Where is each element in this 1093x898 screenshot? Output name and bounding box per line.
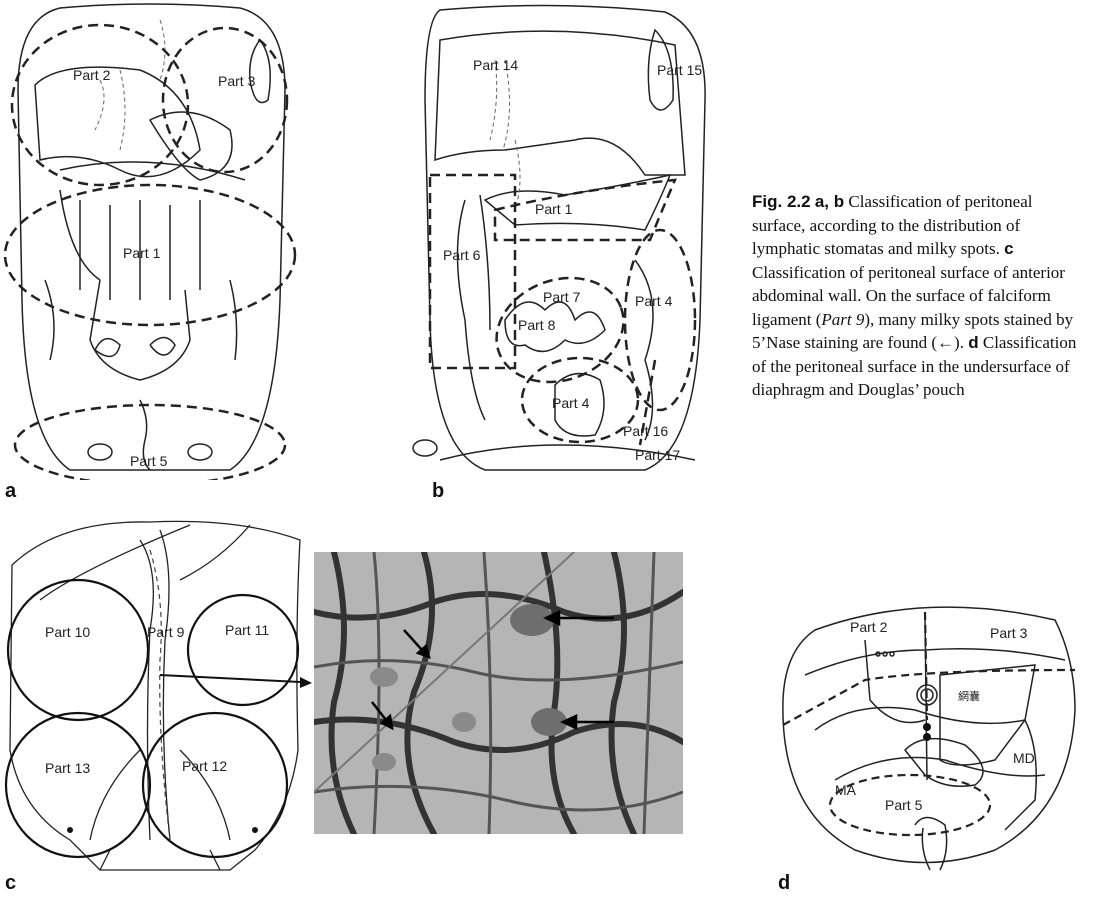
- part-label: MA: [835, 782, 857, 798]
- cjk-label: 網囊: [958, 689, 980, 703]
- caption-part9: Part 9: [821, 310, 864, 329]
- part-label: Part 6: [443, 247, 481, 263]
- part-label: Part 11: [225, 622, 269, 638]
- part-label: Part 2: [73, 67, 111, 83]
- part-label: Part 10: [45, 624, 90, 640]
- caption-ref-d: d: [968, 333, 978, 352]
- part-label: Part 15: [657, 62, 702, 78]
- part-label: Part 5: [130, 453, 168, 469]
- caption-ref-ab: a, b: [815, 192, 844, 211]
- fig-number: Fig. 2.2: [752, 192, 811, 211]
- part-label: Part 14: [473, 57, 518, 73]
- panel-d-diagram: Part 2 Part 3 MA MD Part 5 網囊: [775, 580, 1085, 880]
- part-label: Part 4: [552, 395, 590, 411]
- part-label: Part 1: [535, 201, 573, 217]
- part-label: Part 12: [182, 758, 227, 774]
- part-label: Part 13: [45, 760, 90, 776]
- part-label: Part 8: [518, 317, 556, 333]
- part-label: Part 2: [850, 619, 888, 635]
- part-label: Part 5: [885, 797, 923, 813]
- part-label: Part 17: [635, 447, 680, 463]
- panel-c-diagram: Part 10 Part 9 Part 11 Part 13 Part 12: [0, 510, 320, 875]
- figure-caption: Fig. 2.2 a, b Classification of peritone…: [752, 190, 1082, 402]
- panel-b-diagram: Part 14 Part 15 Part 1 Part 6 Part 7 Par…: [395, 0, 725, 480]
- panel-label-c: c: [5, 872, 16, 895]
- part-label: Part 16: [623, 423, 668, 439]
- part-label: Part 9: [147, 624, 185, 640]
- part-label: MD: [1013, 750, 1035, 766]
- panel-label-b: b: [432, 480, 444, 503]
- part-label: Part 1: [123, 245, 161, 261]
- panel-label-a: a: [5, 480, 16, 503]
- part-label: Part 3: [218, 73, 256, 89]
- part-label: Part 4: [635, 293, 673, 309]
- milky-spots-micrograph: [314, 552, 683, 834]
- part-label: Part 7: [543, 289, 581, 305]
- panel-label-d: d: [778, 872, 790, 895]
- part-label: Part 3: [990, 625, 1028, 641]
- caption-ref-c: c: [1004, 239, 1013, 258]
- panel-a-diagram: Part 2 Part 3 Part 1 Part 5: [0, 0, 300, 480]
